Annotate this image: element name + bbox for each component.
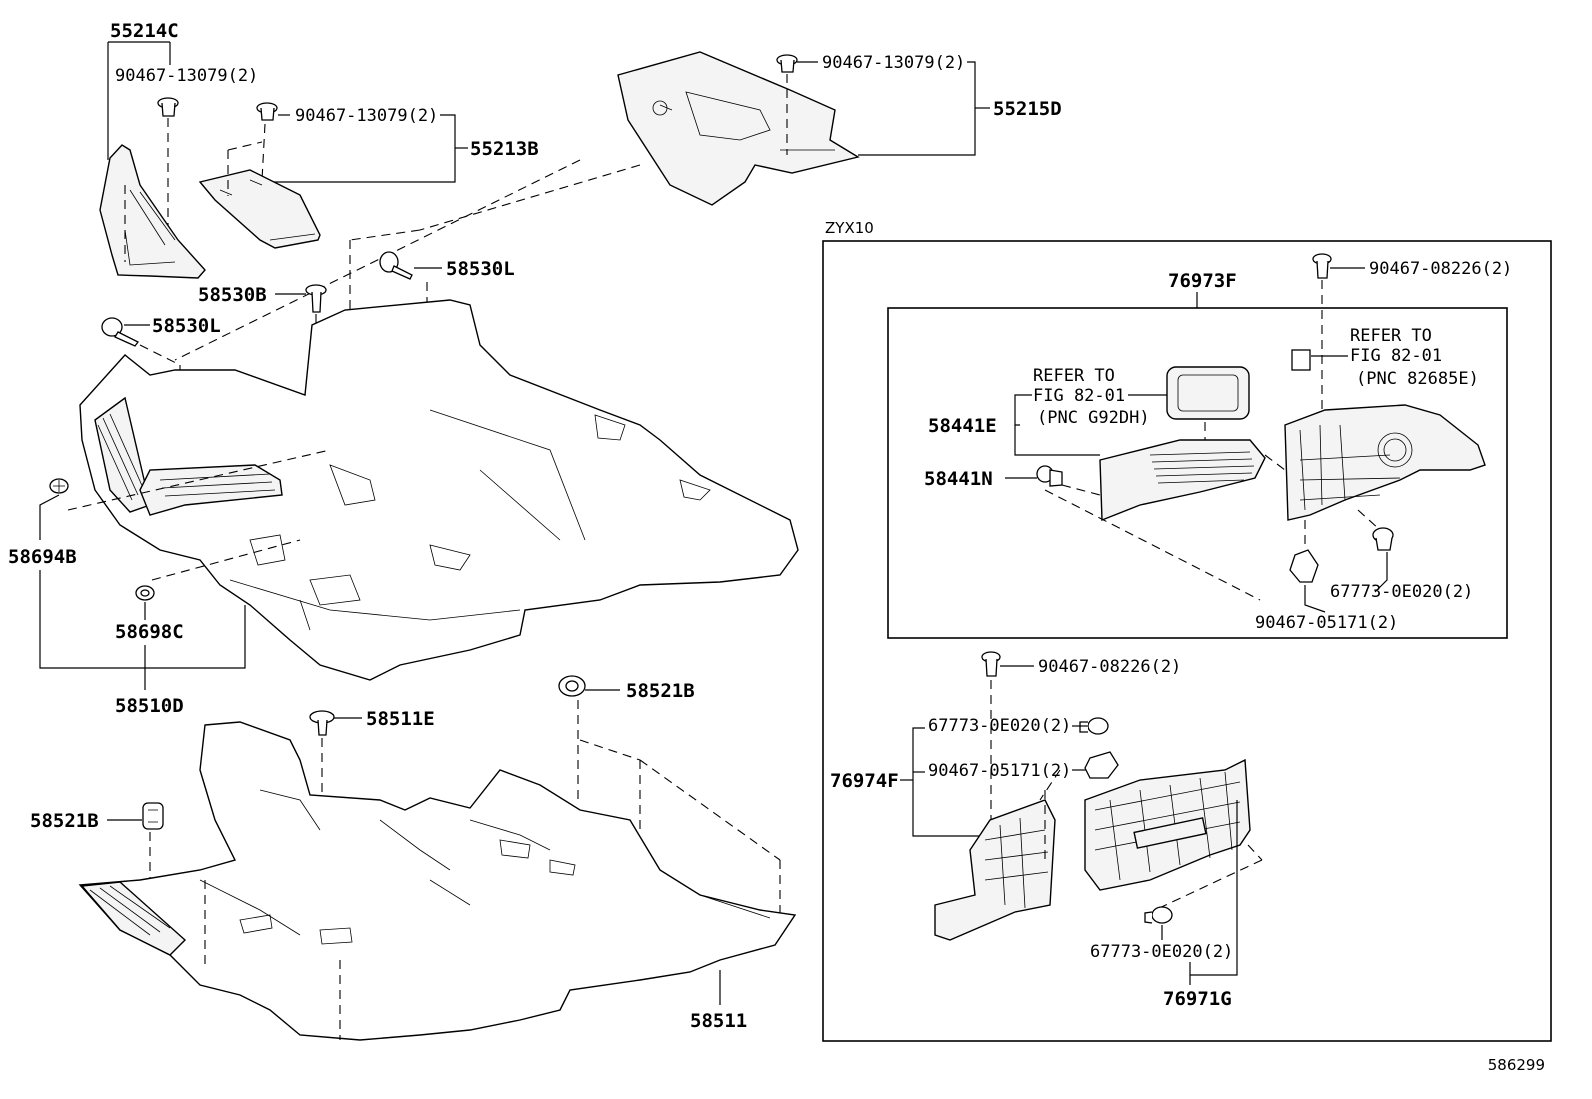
- label-refer-b-3: (PNC G92DH): [1037, 408, 1150, 428]
- carpet-58511: [78, 721, 797, 1041]
- label-58521B-b: 58521B: [30, 810, 99, 832]
- group-76971G: 67773-0E020(2) 76971G: [1084, 758, 1263, 1010]
- group-58511: 58521B 58511E 58521B 58511: [30, 675, 797, 1041]
- label-67773-0E020-b: 67773-0E020(2): [928, 716, 1071, 736]
- label-76973F: 76973F: [1168, 270, 1237, 292]
- label-55215D: 55215D: [993, 98, 1062, 120]
- clip-67773-0E020-b: [1079, 717, 1109, 735]
- label-90467-08226-a: 90467-08226(2): [1369, 259, 1512, 279]
- clip-67773-0E020-a: [1372, 527, 1394, 551]
- group-76974F: 90467-08226(2) 67773-0E020(2) 90467-0517…: [830, 651, 1181, 941]
- clip-58441N: [1036, 465, 1063, 487]
- group-58510D: 58530L 58530B 58530L 58694B: [8, 251, 799, 717]
- label-58698C: 58698C: [115, 621, 184, 643]
- clip-90467-05171-b: [1084, 751, 1119, 779]
- clip-67773-0E020-c: [1144, 906, 1173, 924]
- pin-58530B: [305, 284, 327, 313]
- label-55214C: 55214C: [110, 20, 179, 42]
- clip-90467-08226-b: [981, 651, 1001, 677]
- cover-G92DH: [1166, 366, 1250, 420]
- pin-58530L-a: [101, 317, 139, 347]
- label-zyx10: ZYX10: [825, 219, 874, 237]
- label-refer-b-1: REFER TO: [1033, 366, 1115, 386]
- panel-76973F-right: [1284, 404, 1486, 521]
- group-55213B: 90467-13079(2) 55213B: [198, 102, 539, 249]
- label-76974F: 76974F: [830, 770, 899, 792]
- label-58530L-a: 58530L: [152, 315, 221, 337]
- label-58530L-b: 58530L: [446, 258, 515, 280]
- label-90467-13079-b: 90467-13079(2): [295, 106, 438, 126]
- diagram-id: 586299: [1488, 1056, 1545, 1074]
- label-58511E: 58511E: [366, 708, 435, 730]
- clip-58521B-a: [558, 675, 586, 697]
- label-58530B: 58530B: [198, 284, 267, 306]
- label-90467-05171-b: 90467-05171(2): [928, 761, 1071, 781]
- clip-90467-08226-a: [1312, 253, 1332, 279]
- clip-90467-13079-c: [776, 54, 798, 73]
- 76973F-box: [887, 307, 1508, 639]
- clip-90467-13079-b: [256, 102, 278, 121]
- clip-58521B-b: [142, 802, 164, 830]
- label-90467-13079-c: 90467-13079(2): [822, 53, 965, 73]
- panel-55214C: [99, 144, 206, 279]
- clip-58694B: [49, 478, 69, 494]
- label-refer-a-2: FIG 82-01: [1350, 346, 1442, 366]
- pin-58511E: [309, 710, 335, 736]
- panel-76974F: [934, 799, 1056, 941]
- group-55215D: 90467-13079(2) 55215D: [617, 51, 1062, 206]
- label-58510D: 58510D: [115, 695, 184, 717]
- clip-58698C: [135, 585, 155, 601]
- label-58511: 58511: [690, 1010, 747, 1032]
- panel-55213B: [198, 169, 321, 249]
- label-90467-08226-b: 90467-08226(2): [1038, 657, 1181, 677]
- label-90467-13079-a: 90467-13079(2): [115, 66, 258, 86]
- zyx10-box: [822, 240, 1552, 1042]
- pin-58530L-b: [379, 251, 413, 280]
- label-58441N: 58441N: [924, 468, 993, 490]
- group-76973F: 76973F 90467-08226(2) REFER TO FIG 82-01…: [887, 253, 1512, 639]
- label-58521B-a: 58521B: [626, 680, 695, 702]
- label-refer-a-3: (PNC 82685E): [1356, 369, 1479, 389]
- label-67773-0E020-a: 67773-0E020(2): [1330, 582, 1473, 602]
- carpet-58510D: [79, 299, 799, 681]
- group-55214C: 55214C 90467-13079(2): [99, 20, 258, 279]
- clip-82685E: [1291, 349, 1311, 371]
- label-refer-a-1: REFER TO: [1350, 326, 1432, 346]
- clip-90467-05171-a: [1289, 549, 1319, 583]
- label-55213B: 55213B: [470, 138, 539, 160]
- label-76971G: 76971G: [1163, 988, 1232, 1010]
- panel-55215D: [617, 51, 860, 206]
- label-58694B: 58694B: [8, 546, 77, 568]
- clip-90467-13079-a: [157, 97, 179, 117]
- label-90467-05171-a: 90467-05171(2): [1255, 613, 1398, 633]
- label-58441E: 58441E: [928, 415, 997, 437]
- label-67773-0E020-c: 67773-0E020(2): [1090, 942, 1233, 962]
- label-refer-b-2: FIG 82-01: [1033, 386, 1125, 406]
